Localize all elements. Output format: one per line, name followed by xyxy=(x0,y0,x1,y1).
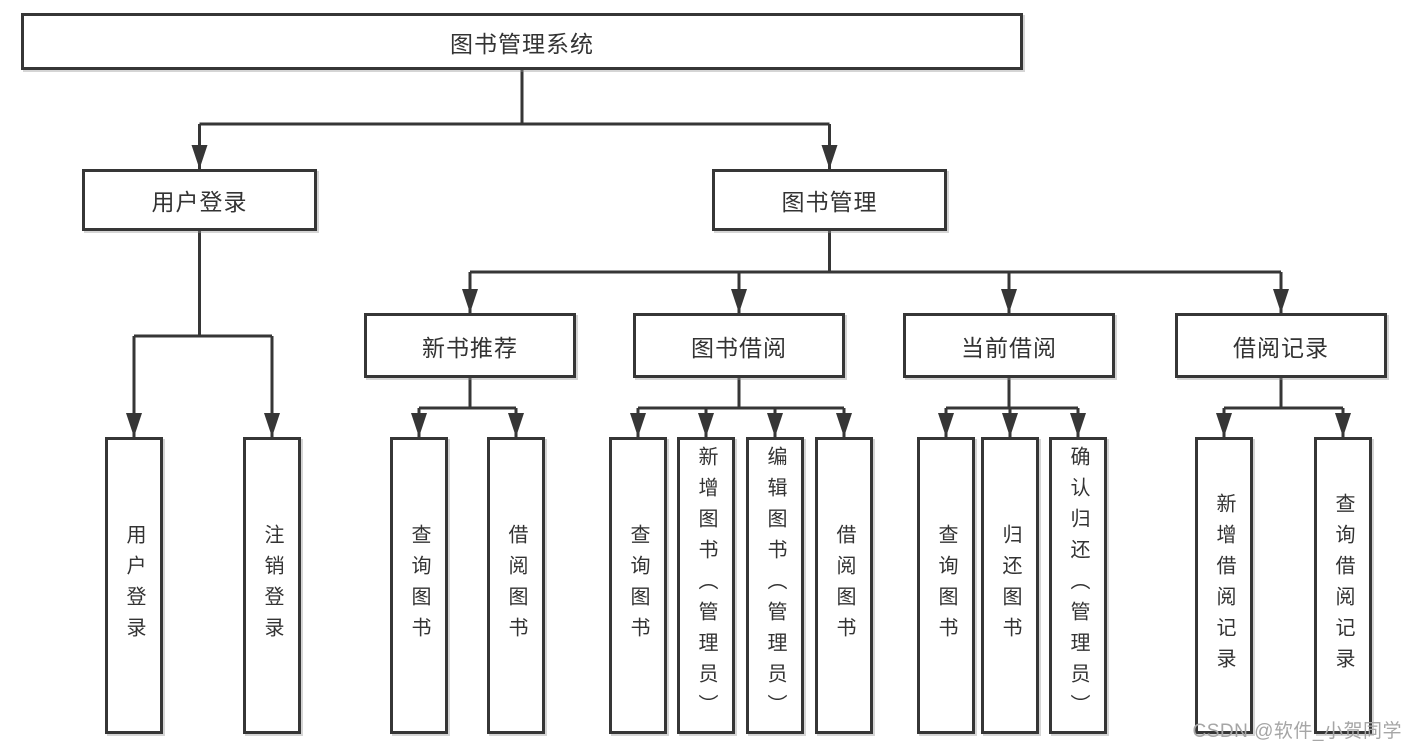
leaf-label: 归还图书 xyxy=(999,523,1021,648)
node-label: 借阅记录 xyxy=(1233,334,1329,361)
node-library-management-system: 图书管理系统 xyxy=(21,13,1023,70)
leaf-label: 查询图书 xyxy=(627,523,649,648)
arrowhead xyxy=(1335,413,1351,437)
arrowhead xyxy=(1001,289,1017,313)
connector-root-to-level2 xyxy=(198,70,831,169)
leaf-label: 借阅图书 xyxy=(505,523,527,648)
leaf-label: 查询图书 xyxy=(408,523,430,648)
arrowhead xyxy=(698,413,714,437)
leaf-add-borrow-record: 新增借阅记录 xyxy=(1195,437,1253,734)
connector-book-borrow-to-leaves xyxy=(636,378,846,437)
leaf-label: 新增借阅记录 xyxy=(1213,492,1235,679)
leaf-label: 借阅图书 xyxy=(833,523,855,648)
leaf-label: 确认归还（管理员） xyxy=(1067,446,1089,725)
arrowheads xyxy=(126,145,1351,437)
leaf-label: 编辑图书（管理员） xyxy=(764,446,786,725)
node-label: 当前借阅 xyxy=(961,334,1057,361)
arrowhead xyxy=(1070,413,1086,437)
arrowhead xyxy=(630,413,646,437)
node-user-login: 用户登录 xyxy=(82,169,317,231)
arrowhead xyxy=(938,413,954,437)
arrowhead xyxy=(126,413,142,437)
node-label: 新书推荐 xyxy=(422,334,518,361)
node-label: 图书借阅 xyxy=(691,334,787,361)
leaf-query-books-recommend: 查询图书 xyxy=(390,437,448,734)
leaf-label: 用户登录 xyxy=(123,523,145,648)
leaf-query-books-borrow: 查询图书 xyxy=(609,437,667,734)
leaf-query-borrow-record: 查询借阅记录 xyxy=(1314,437,1372,734)
leaf-borrow-books: 借阅图书 xyxy=(815,437,873,734)
node-book-borrow: 图书借阅 xyxy=(633,313,845,378)
arrowhead xyxy=(462,289,478,313)
arrowhead xyxy=(821,145,838,169)
connector-new-book-recommend-to-leaves xyxy=(417,378,518,437)
connector-borrow-records-to-leaves xyxy=(1222,378,1345,437)
arrowhead xyxy=(1002,413,1018,437)
leaf-borrow-books-recommend: 借阅图书 xyxy=(487,437,545,734)
arrowhead xyxy=(1216,413,1232,437)
arrowhead xyxy=(1273,289,1289,313)
leaf-add-books-admin: 新增图书（管理员） xyxy=(677,437,735,734)
leaf-confirm-return-admin: 确认归还（管理员） xyxy=(1049,437,1107,734)
node-label: 图书管理 xyxy=(781,189,878,215)
arrowhead xyxy=(508,413,524,437)
node-current-borrow: 当前借阅 xyxy=(903,313,1115,378)
leaf-user-login: 用户登录 xyxy=(105,437,163,734)
leaf-label: 新增图书（管理员） xyxy=(695,446,717,725)
arrowhead xyxy=(264,413,280,437)
arrowhead xyxy=(191,145,208,169)
leaf-return-books: 归还图书 xyxy=(981,437,1039,734)
node-new-book-recommend: 新书推荐 xyxy=(364,313,576,378)
leaf-edit-books-admin: 编辑图书（管理员） xyxy=(746,437,804,734)
leaf-label: 查询借阅记录 xyxy=(1332,492,1354,679)
connector-user-login-to-leaves xyxy=(132,231,274,437)
node-label: 图书管理系统 xyxy=(450,30,594,57)
arrowhead xyxy=(731,289,747,313)
connector-book-management-to-level3 xyxy=(468,231,1283,313)
node-label: 用户登录 xyxy=(151,189,248,215)
arrowhead xyxy=(767,413,783,437)
leaf-logout-login: 注销登录 xyxy=(243,437,301,734)
leaf-label: 查询图书 xyxy=(935,523,957,648)
leaf-query-books-current: 查询图书 xyxy=(917,437,975,734)
csdn-watermark: CSDN @软件_小贺同学 xyxy=(1192,721,1402,742)
leaf-label: 注销登录 xyxy=(261,523,283,648)
node-book-management: 图书管理 xyxy=(712,169,947,231)
arrowhead xyxy=(836,413,852,437)
node-borrow-records: 借阅记录 xyxy=(1175,313,1387,378)
arrowhead xyxy=(411,413,427,437)
